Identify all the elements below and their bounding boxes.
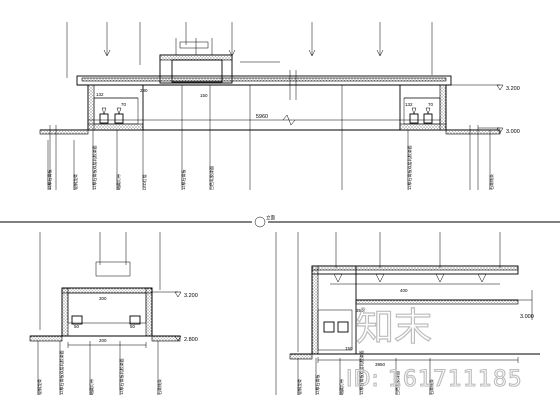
level-upper: 3.200 (506, 86, 520, 92)
level-lower: 3.000 (506, 129, 520, 135)
top-elevation: 5960 280 150 132 70 132 70 3.200 3.000 (39, 22, 520, 190)
br-callout-4: 12厚石膏板双层乳胶漆面 (358, 351, 364, 395)
bl-level-lower: 2.800 (184, 337, 198, 343)
section-divider: 立面 (0, 214, 560, 395)
callout-6: 12厚石膏板 (180, 170, 186, 190)
dim-right-box: 132 (405, 102, 413, 107)
bl-callout-3: 暗藏灯带 (88, 379, 94, 395)
br-level-upper: 3.000 (520, 314, 534, 320)
watermark: 知末 ID: 161711185 (345, 304, 523, 392)
br-dim-small: 150 (345, 346, 353, 351)
dim-center-small: 150 (200, 93, 208, 98)
bl-dim-bottom: 200 (99, 338, 107, 343)
br-fixtures (330, 273, 500, 285)
dim-left-inner: 70 (121, 102, 127, 107)
right-light-trough (399, 84, 447, 131)
br-callout-2: 12厚石膏板 (314, 375, 320, 395)
br-dim-top: 400 (400, 288, 408, 293)
br-callout-5: 白色乳胶漆面 (394, 371, 400, 395)
central-raised-box (159, 38, 233, 84)
callout-7: 白色乳胶漆面 (208, 166, 214, 190)
callout-3: 12厚石膏板双层乳胶漆面 (91, 146, 97, 190)
callout-1: 12厚石膏板 (46, 170, 52, 190)
watermark-brand: 知末 (356, 305, 432, 349)
bl-level-upper: 3.200 (184, 293, 198, 299)
callout-5: LED灯管 (141, 174, 147, 190)
bl-callout-1: 轻钢龙骨 (36, 379, 42, 395)
top-level-markers: 3.200 3.000 (451, 84, 520, 135)
top-callouts: 12厚石膏板 轻钢龙骨 12厚石膏板双层乳胶漆面 暗藏灯带 LED灯管 12厚石… (46, 85, 494, 190)
bottom-left-section: 300 50 50 200 3.200 2.800 轻钢龙骨 12厚石膏板双层乳… (29, 232, 198, 395)
br-callout-3: 暗藏灯带 (338, 379, 344, 395)
wall-base-line (39, 125, 501, 190)
bl-callout-5: 石膏线条 (156, 379, 162, 395)
main-ceiling-band (76, 61, 452, 126)
callout-9: 石膏线条 (488, 174, 494, 190)
dim-right-inner: 70 (428, 102, 434, 107)
br-dim-total: 3950 (375, 362, 386, 367)
hanger-rods (66, 22, 433, 78)
watermark-id: ID: 161711185 (346, 367, 523, 392)
top-dimensions: 5960 280 150 132 70 132 70 (87, 88, 441, 123)
callout-2: 轻钢龙骨 (72, 174, 78, 190)
callout-4: 暗藏灯带 (115, 174, 121, 190)
bottom-right-section: 400 350 3950 150 3.000 轻钢龙骨 12厚石膏板 暗藏灯带 … (289, 232, 540, 395)
bl-callouts: 轻钢龙骨 12厚石膏板双层乳胶漆面 暗藏灯带 12厚石膏板乳胶漆面 石膏线条 (36, 341, 162, 395)
br-callout-1: 轻钢龙骨 (296, 379, 302, 395)
br-callouts: 轻钢龙骨 12厚石膏板 暗藏灯带 12厚石膏板双层乳胶漆面 白色乳胶漆面 石膏线… (296, 351, 434, 395)
bl-dim-side-b: 50 (130, 324, 136, 329)
callout-8: 12厚石膏板双层乳胶漆面 (406, 146, 412, 190)
dim-center-upper: 280 (140, 88, 148, 93)
bl-dim-top: 300 (99, 296, 107, 301)
section-label: 立面 (266, 214, 275, 221)
br-callout-6: 石膏线条 (428, 379, 434, 395)
bl-dim-side-a: 50 (74, 324, 80, 329)
br-dim-left: 350 (356, 308, 364, 313)
dim-total-width: 5960 (256, 114, 268, 120)
bl-callout-2: 12厚石膏板双层乳胶漆面 (58, 351, 64, 395)
dim-left-box: 132 (96, 92, 104, 97)
bl-callout-4: 12厚石膏板乳胶漆面 (118, 359, 124, 395)
